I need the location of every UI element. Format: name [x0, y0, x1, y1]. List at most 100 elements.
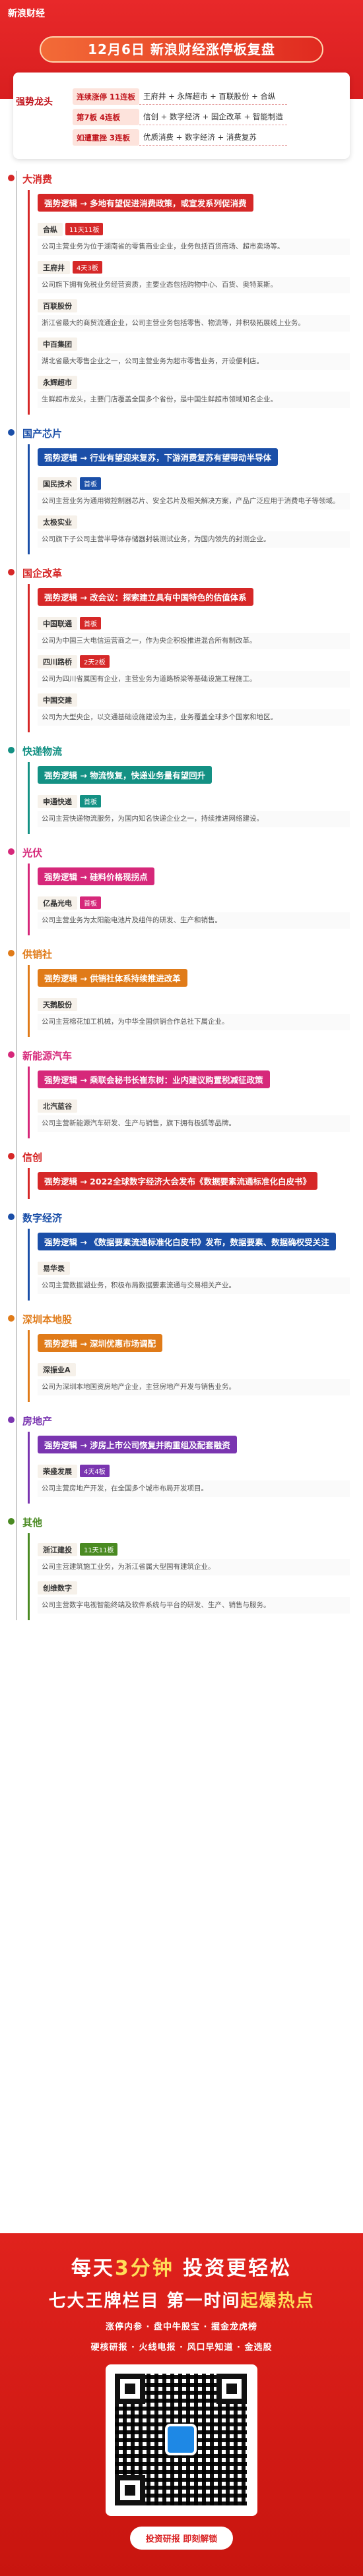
- sector-card: 强势逻辑 → 《数据要素流通标准化白皮书》发布，数据要素、数据确权受关注易华录公…: [28, 1229, 356, 1301]
- stock-description: 公司主营快递物流服务，为国内知名快递企业之一，持续推进网络建设。: [38, 811, 350, 827]
- sector-section: 数字经济强势逻辑 → 《数据要素流通标准化白皮书》发布，数据要素、数据确权受关注…: [8, 1210, 356, 1301]
- sector-logic: 强势逻辑 → 2022全球数字经济大会发布《数据要素流通标准化白皮书》: [38, 1172, 317, 1190]
- stock-description: 湖北省最大零售企业之一，公司主营业务为超市零售业务，开设便利店。: [38, 353, 350, 370]
- sector-title: 深圳本地股: [8, 1311, 356, 1330]
- stock-item: 亿晶光电首板公司主营业务为太阳能电池片及组件的研发、生产和销售。: [38, 896, 350, 929]
- limit-up-badge: 首板: [80, 795, 101, 807]
- sector-section: 光伏强势逻辑 → 硅料价格现拐点亿晶光电首板公司主营业务为太阳能电池片及组件的研…: [8, 844, 356, 935]
- stock-name[interactable]: 太极实业: [38, 515, 77, 529]
- stock-name[interactable]: 中百集团: [38, 337, 77, 351]
- stock-name[interactable]: 申通快递: [38, 795, 77, 808]
- stock-item: 创维数字公司主营数字电视智能终端及软件系统与平台的研发、生产、销售与服务。: [38, 1581, 350, 1614]
- stock-name[interactable]: 国民技术: [38, 477, 77, 490]
- stock-name[interactable]: 合纵: [38, 223, 63, 236]
- stock-description: 公司旗下拥有免税业务经营资质，主要业态包括购物中心、百货、奥特莱斯。: [38, 277, 350, 293]
- sector-card: 强势逻辑 → 乘联会秘书长崔东树：业内建议购置税减征政策北汽蓝谷公司主营新能源汽…: [28, 1067, 356, 1138]
- stock-name[interactable]: 亿晶光电: [38, 896, 77, 910]
- promo-line-1: 每天3分钟 投资更轻松: [0, 2252, 363, 2281]
- stock-item: 中国联通首板公司为中国三大电信运营商之一，作为央企积极推进混合所有制改革。: [38, 616, 350, 649]
- stock-description: 公司主营业务为太阳能电池片及组件的研发、生产和销售。: [38, 912, 350, 929]
- stock-description: 公司为四川省属国有企业，主营业务为道路桥梁等基础设施工程施工。: [38, 671, 350, 688]
- sector-card: 强势逻辑 → 硅料价格现拐点亿晶光电首板公司主营业务为太阳能电池片及组件的研发、…: [28, 864, 356, 935]
- sector-card: 强势逻辑 → 供销社体系持续推进改革天鹅股份公司主营棉花加工机械，为中华全国供销…: [28, 965, 356, 1037]
- summary-card: 强势龙头 连续涨停 11连板 王府井 + 永辉超市 + 百联股份 + 合纵 第7…: [13, 73, 350, 159]
- sector-title: 房地产: [8, 1413, 356, 1432]
- stock-name[interactable]: 北汽蓝谷: [38, 1099, 77, 1113]
- limit-up-badge: 11天11板: [80, 1543, 118, 1556]
- limit-up-badge: 4天3板: [73, 261, 102, 274]
- summary-row: 如遭重挫 3连板 优质消费 + 数字经济 + 消费复苏: [73, 129, 287, 146]
- stock-item: 申通快递首板公司主营快递物流服务，为国内知名快递企业之一，持续推进网络建设。: [38, 794, 350, 827]
- promo-line-4: 硬核研报 · 火线电报 · 风口早知道 · 金选股: [90, 2343, 273, 2353]
- stock-description: 公司主营房地产开发，在全国多个城市布局开发项目。: [38, 1480, 350, 1497]
- sector-title: 其他: [8, 1514, 356, 1533]
- sector-title: 新能源汽车: [8, 1047, 356, 1067]
- stock-name[interactable]: 中国联通: [38, 617, 77, 630]
- sector-logic: 强势逻辑 → 改会议：探索建立具有中国特色的估值体系: [38, 588, 253, 606]
- stock-description: 公司主营新能源汽车研发、生产与销售，旗下拥有极狐等品牌。: [38, 1115, 350, 1132]
- qr-code-icon[interactable]: [115, 2374, 247, 2505]
- promo-highlight: 3分钟: [114, 2257, 174, 2280]
- sina-finance-logo: 新浪财经: [8, 9, 45, 19]
- page-title: 12月6日 新浪财经涨停板复盘: [40, 36, 323, 63]
- sector-logic: 强势逻辑 → 多地有望促进消费政策，或宣发系列促消费: [38, 194, 253, 212]
- limit-up-badge: 首板: [80, 477, 101, 490]
- stock-name[interactable]: 百联股份: [38, 299, 77, 312]
- main-content: 强势龙头 连续涨停 11连板 王府井 + 永辉超市 + 百联股份 + 合纵 第7…: [0, 73, 363, 1620]
- sector-title: 供销社: [8, 946, 356, 965]
- qr-finder: [115, 2475, 145, 2505]
- stock-description: 公司旗下子公司主营半导体存储器封装测试业务，为国内领先的封测企业。: [38, 531, 350, 548]
- stock-name[interactable]: 天鹅股份: [38, 998, 77, 1011]
- stock-item: 中国交建公司为大型央企，以交通基础设施建设为主，业务覆盖全球多个国家和地区。: [38, 693, 350, 726]
- sector-logic: 强势逻辑 → 乘联会秘书长崔东树：业内建议购置税减征政策: [38, 1070, 270, 1088]
- sector-section: 信创强势逻辑 → 2022全球数字经济大会发布《数据要素流通标准化白皮书》: [8, 1149, 356, 1199]
- stock-name[interactable]: 四川路桥: [38, 655, 77, 668]
- sector-card: 强势逻辑 → 2022全球数字经济大会发布《数据要素流通标准化白皮书》: [28, 1168, 356, 1199]
- unlock-research-button[interactable]: 投资研报 即刻解锁: [129, 2527, 234, 2550]
- sector-logic: 强势逻辑 → 硅料价格现拐点: [38, 867, 154, 885]
- sector-logic: 强势逻辑 → 涉房上市公司恢复并购重组及配套融资: [38, 1436, 237, 1453]
- promo-line-3: 涨停内参 · 盘中牛股宝 · 掘金龙虎榜: [106, 2322, 257, 2332]
- stock-name[interactable]: 中国交建: [38, 693, 77, 707]
- stock-name[interactable]: 创维数字: [38, 1581, 77, 1595]
- stock-description: 公司为深圳本地国资房地产企业，主营房地产开发与销售业务。: [38, 1379, 350, 1395]
- stock-description: 公司主营数字电视智能终端及软件系统与平台的研发、生产、销售与服务。: [38, 1597, 350, 1614]
- sector-section: 供销社强势逻辑 → 供销社体系持续推进改革天鹅股份公司主营棉花加工机械，为中华全…: [8, 946, 356, 1037]
- summary-key: 第7板 4连板: [73, 109, 140, 125]
- summary-tag: 强势龙头: [16, 97, 53, 107]
- stock-description: 公司主营业务为位于湖南省的零售商业企业，业务包括百货商场、超市卖场等。: [38, 239, 350, 255]
- sector-title: 信创: [8, 1149, 356, 1168]
- sector-card: 强势逻辑 → 改会议：探索建立具有中国特色的估值体系中国联通首板公司为中国三大电…: [28, 584, 356, 732]
- stock-description: 公司主营数据湖业务，积极布局数据要素流通与交易相关产业。: [38, 1277, 350, 1294]
- sector-title: 光伏: [8, 844, 356, 864]
- summary-key: 连续涨停 11连板: [73, 88, 140, 105]
- sector-title: 国产芯片: [8, 425, 356, 444]
- sector-card: 强势逻辑 → 行业有望迎来复苏，下游消费复苏有望带动半导体国民技术首板公司主营业…: [28, 444, 356, 554]
- stock-name[interactable]: 易华录: [38, 1262, 70, 1275]
- sector-section: 国企改革强势逻辑 → 改会议：探索建立具有中国特色的估值体系中国联通首板公司为中…: [8, 565, 356, 732]
- stock-name[interactable]: 深振业A: [38, 1363, 76, 1376]
- limit-up-badge: 首板: [80, 896, 101, 909]
- sector-logic: 强势逻辑 → 供销社体系持续推进改革: [38, 969, 187, 987]
- summary-key: 如遭重挫 3连板: [73, 129, 140, 146]
- stock-item: 深振业A 公司为深圳本地国资房地产企业，主营房地产开发与销售业务。: [38, 1362, 350, 1395]
- sector-logic: 强势逻辑 → 行业有望迎来复苏，下游消费复苏有望带动半导体: [38, 448, 279, 466]
- stock-name[interactable]: 王府井: [38, 261, 70, 274]
- promo-text: 每天: [71, 2257, 115, 2280]
- stock-name[interactable]: 浙江建投: [38, 1543, 77, 1556]
- sector-section: 新能源汽车强势逻辑 → 乘联会秘书长崔东树：业内建议购置税减征政策北汽蓝谷公司主…: [8, 1047, 356, 1138]
- stock-name[interactable]: 永辉超市: [38, 376, 77, 389]
- sector-title: 大消费: [8, 171, 356, 190]
- summary-row: 连续涨停 11连板 王府井 + 永辉超市 + 百联股份 + 合纵: [73, 88, 287, 105]
- sector-section: 快递物流强势逻辑 → 物流恢复，快递业务量有望回升申通快递首板公司主营快递物流服…: [8, 743, 356, 834]
- stock-name[interactable]: 荣盛发展: [38, 1465, 77, 1478]
